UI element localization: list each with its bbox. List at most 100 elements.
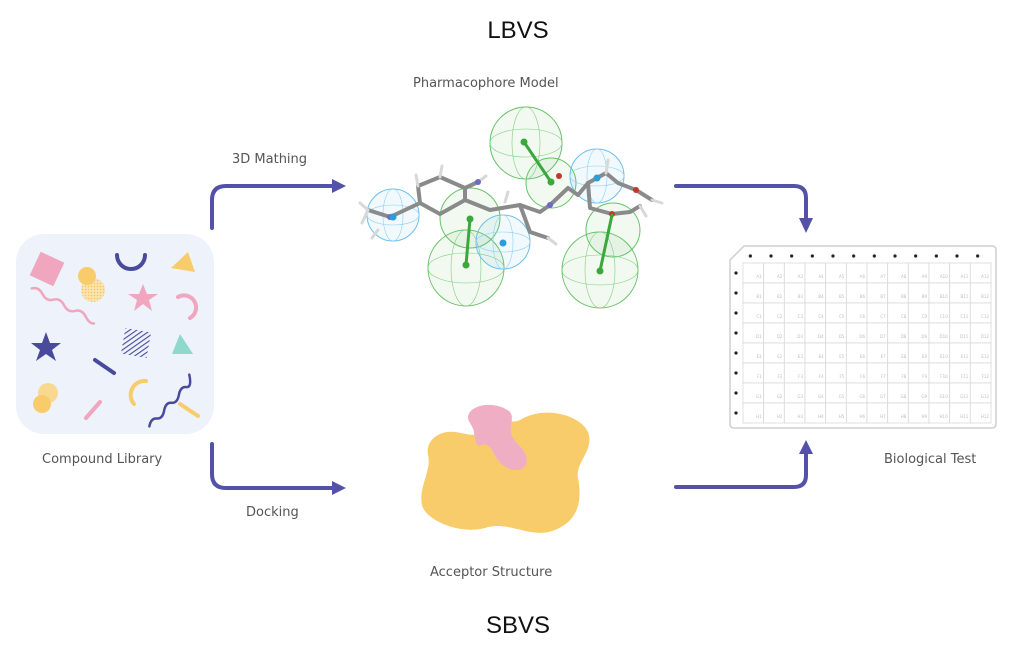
well-label: A10 [940, 274, 948, 279]
plate-well [887, 282, 909, 304]
well-label: B7 [880, 294, 886, 299]
plate-well [825, 302, 847, 324]
row-marker [734, 351, 738, 355]
arrow-docking [210, 442, 346, 495]
well-label: D2 [777, 334, 783, 339]
column-marker [810, 254, 814, 258]
plate-well [949, 382, 971, 404]
well-label: E4 [819, 354, 825, 359]
plate-well [949, 322, 971, 344]
plate-well [804, 342, 827, 364]
well-label: F9 [922, 374, 927, 379]
pharmacophore-model-image [358, 106, 664, 309]
plate-well [866, 322, 889, 344]
plate-well [949, 342, 971, 364]
well-label: B12 [981, 294, 989, 299]
plate-well [742, 402, 765, 424]
plate-well [866, 282, 889, 304]
well-label: B11 [960, 294, 968, 299]
well-label: C5 [839, 314, 845, 319]
well-label: B8 [901, 294, 907, 299]
well-label: H1 [756, 414, 762, 419]
well-label: A12 [981, 274, 989, 279]
well-label: F5 [839, 374, 844, 379]
plate-well [742, 382, 765, 404]
column-marker [831, 254, 835, 258]
plate-well [804, 322, 827, 344]
plate-well [928, 342, 951, 364]
plate-well [783, 302, 806, 324]
column-marker [769, 254, 773, 258]
well-label: H5 [839, 414, 845, 419]
well-label: E11 [961, 354, 969, 359]
plate-well [783, 402, 806, 424]
well-label: E8 [901, 354, 907, 359]
well-label: A7 [880, 274, 886, 279]
plate-well [763, 262, 785, 284]
plate-well [887, 322, 909, 344]
well-label: B5 [839, 294, 845, 299]
plate-well [949, 402, 971, 424]
well-label: C2 [777, 314, 783, 319]
plate-well [928, 402, 951, 424]
plate-well [887, 382, 909, 404]
column-marker [790, 254, 794, 258]
well-label: E5 [839, 354, 845, 359]
lbvs-title: LBVS [487, 17, 549, 44]
plate-well [907, 382, 930, 404]
well-label: E6 [860, 354, 866, 359]
plate-well [887, 402, 909, 424]
plate-well [742, 262, 765, 284]
plate-well [969, 402, 992, 424]
well-label: G3 [797, 394, 803, 399]
plate-well [804, 282, 827, 304]
row-marker [734, 311, 738, 315]
docking-label: Docking [246, 505, 299, 520]
well-label: F4 [819, 374, 824, 379]
plate-well [804, 402, 827, 424]
well-label: B1 [756, 294, 762, 299]
compound-library-label: Compound Library [42, 452, 163, 467]
well-label: C3 [798, 314, 804, 319]
well-label: D11 [960, 334, 969, 339]
well-label: B2 [777, 294, 783, 299]
plate-well [825, 362, 847, 384]
plate-well [783, 282, 806, 304]
well-label: D6 [859, 334, 865, 339]
plate-well [783, 342, 806, 364]
biological-test-label: Biological Test [884, 452, 977, 467]
plate-well [845, 342, 868, 364]
well-label: A1 [756, 274, 762, 279]
well-label: H6 [859, 414, 865, 419]
row-marker [734, 291, 738, 295]
row-marker [734, 411, 738, 415]
well-label: E9 [922, 354, 928, 359]
plate-well [969, 342, 992, 364]
well-label: G7 [880, 394, 886, 399]
column-marker [976, 254, 980, 258]
plate-well [866, 382, 889, 404]
plate-well [928, 262, 951, 284]
plate-well [804, 302, 827, 324]
plate-well [866, 362, 889, 384]
well-label: G4 [818, 394, 824, 399]
plate-well [928, 322, 951, 344]
well-label: H11 [960, 414, 969, 419]
plate-well [783, 382, 806, 404]
plate-well [742, 362, 765, 384]
well-label: C11 [960, 314, 968, 319]
plate-well [907, 342, 930, 364]
well-label: B4 [818, 294, 824, 299]
well-label: H10 [940, 414, 949, 419]
plate-well [928, 382, 951, 404]
plate-well [969, 322, 992, 344]
plate-well [845, 382, 868, 404]
row-marker [734, 391, 738, 395]
plate-well [763, 342, 785, 364]
plate-well [845, 322, 868, 344]
well-label: C10 [940, 314, 948, 319]
pharmacophore-model-label: Pharmacophore Model [413, 76, 559, 91]
well-label: A2 [777, 274, 783, 279]
plate-well [742, 302, 765, 324]
